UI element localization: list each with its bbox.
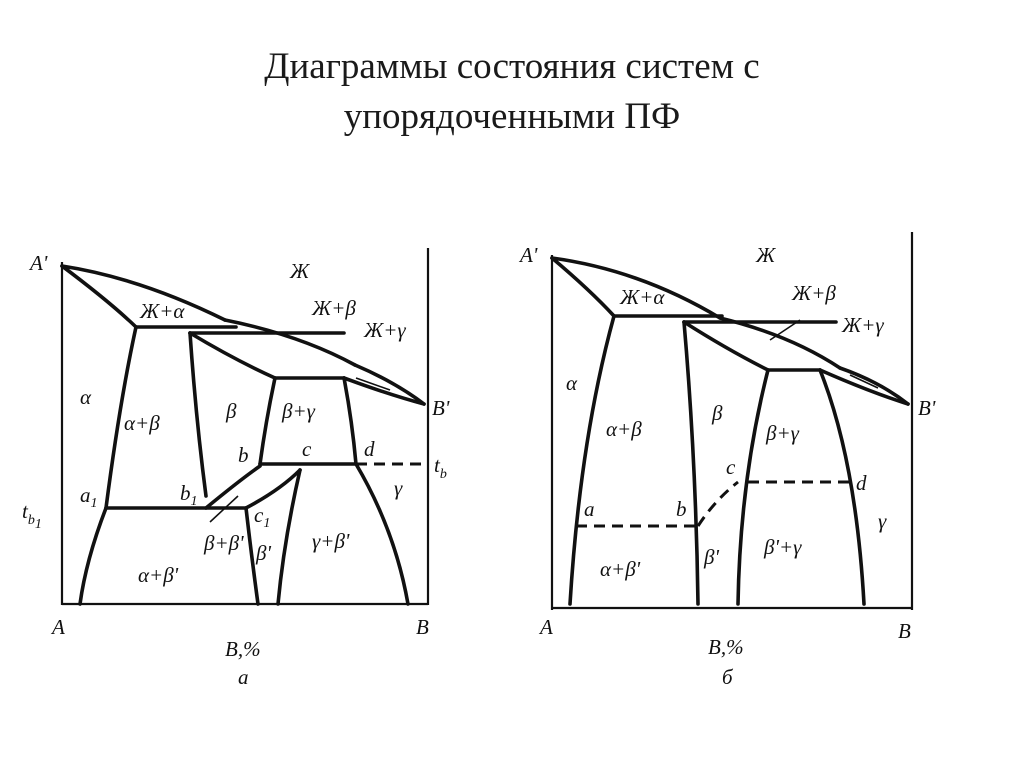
diagram-b-solidus-gamma: [818, 368, 910, 406]
diagram-a-point-d: d: [364, 437, 375, 461]
title-line-1: Диаграммы состояния систем с: [264, 46, 760, 87]
diagram-a-liquidus-alpha: [60, 264, 227, 322]
diagram-a-solidus-alpha: [60, 264, 138, 329]
diagram-b-corner-b: B: [898, 619, 911, 643]
diagram-a-tb-label: tb: [434, 453, 447, 482]
diagram-a-l-gamma: Ж+γ: [363, 318, 406, 342]
diagram-b-lb-pointer: [769, 319, 801, 341]
diagram-b: A' B' A B B,% б Ж Ж+α Ж+β Ж+γ α α+β β β+…: [518, 232, 936, 689]
diagram-b-b-prime: B': [918, 396, 936, 420]
diagram-b-beta-left: [682, 320, 700, 606]
diagram-b-liquid: Ж: [755, 243, 776, 267]
diagram-a-liquidus-beta: [223, 318, 357, 367]
diagram-b-point-a: a: [584, 497, 595, 521]
diagram-b-l-alpha: Ж+α: [619, 285, 665, 309]
diagram-a-betap-right: [276, 468, 302, 606]
diagram-b-beta: β: [711, 401, 723, 425]
diagram-b-lg-pointer: [849, 374, 879, 389]
diagram-b-solidus-beta: [682, 320, 770, 372]
diagram-a-alpha-beta: α+β: [124, 411, 160, 435]
diagram-a-gamma-right: [354, 462, 410, 606]
diagram-a-beta: β: [225, 399, 237, 423]
diagram-a-b-prime: B': [432, 396, 450, 420]
diagram-a-gamma-left: [342, 376, 358, 466]
diagram-a-liquid: Ж: [289, 259, 310, 283]
title-line-2: упорядоченными ПФ: [343, 96, 681, 137]
diagram-b-liquidus-alpha: [550, 256, 722, 320]
diagram-a-point-c1: c1: [254, 503, 270, 531]
diagram-a-solidus-beta: [188, 331, 277, 380]
diagram-a-beta-right: [258, 376, 277, 466]
diagram-b-caption: б: [722, 665, 734, 689]
diagram-a-corner-a: A: [50, 615, 65, 639]
diagram-a-solidus-gamma: [342, 376, 426, 406]
diagram-b-alpha: α: [566, 371, 578, 395]
diagram-a-alpha-low: [78, 506, 108, 606]
diagram-b-gamma-right: [818, 368, 866, 606]
diagram-a-caption: а: [238, 665, 249, 689]
diagram-a-betap: β': [255, 541, 271, 565]
diagram-b-betap: β': [703, 545, 719, 569]
diagram-a-point-b1: b1: [180, 481, 198, 509]
diagram-b-betap-gamma: β'+γ: [763, 535, 802, 559]
diagram-a-gamma-betap: γ+β': [312, 529, 350, 553]
diagram-b-point-d: d: [856, 471, 867, 495]
diagram-a-axis-label: B,%: [225, 637, 261, 661]
diagram-a-bb-pointer: [209, 495, 239, 523]
diagram-b-l-gamma: Ж+γ: [841, 313, 884, 337]
diagram-b-gamma: γ: [878, 509, 887, 533]
diagram-b-liquidus-beta: [718, 316, 842, 370]
diagram-a-point-a1: a1: [80, 483, 98, 511]
diagram-a-lg-pointer: [355, 377, 391, 391]
diagram-a-order-right: [244, 468, 302, 510]
diagram-a-betap-left: [244, 506, 260, 606]
diagram-a-point-c: c: [302, 437, 312, 461]
diagram-a-gamma: γ: [394, 476, 403, 500]
diagram-a-liquidus-gamma: [353, 363, 426, 406]
diagram-a-tb1-label: tb1: [22, 499, 42, 532]
diagram-a-corner-b: B: [416, 615, 429, 639]
diagram-a-l-beta: Ж+β: [311, 296, 356, 320]
diagram-a-point-b: b: [238, 443, 249, 467]
diagram-b-point-c: c: [726, 455, 736, 479]
diagram-a-order-left: [204, 464, 262, 510]
diagram-a-beta-betap: β+β': [203, 531, 244, 555]
diagram-b-beta-right: [736, 368, 770, 606]
diagram-b-point-b: b: [676, 497, 687, 521]
diagram-a: A' B' A B B,% а tb tb1 Ж Ж+α Ж+β Ж+γ α α…: [22, 248, 450, 689]
diagram-b-solidus-alpha: [550, 256, 616, 318]
diagram-b-a-prime: A': [518, 243, 538, 267]
slide-title: Диаграммы состояния систем с упорядоченн…: [0, 42, 1024, 142]
diagram-b-liquidus-gamma: [838, 366, 910, 406]
diagram-b-beta-gamma: β+γ: [765, 421, 800, 445]
diagram-b-axis-label: B,%: [708, 635, 744, 659]
diagram-a-alpha-solvus: [104, 325, 138, 510]
diagram-a-l-alpha: Ж+α: [139, 299, 185, 323]
diagram-a-beta-left: [188, 331, 208, 498]
diagram-b-alpha-betap: α+β': [600, 557, 641, 581]
diagram-b-corner-a: A: [538, 615, 553, 639]
diagram-a-beta-gamma: β+γ: [281, 399, 316, 423]
diagram-a-alpha-betap: α+β': [138, 563, 179, 587]
diagram-b-order-curve: [696, 480, 739, 527]
diagram-b-alpha-solvus: [568, 314, 616, 606]
diagram-b-alpha-beta: α+β: [606, 417, 642, 441]
diagram-b-l-beta: Ж+β: [791, 281, 836, 305]
diagram-a-alpha: α: [80, 385, 92, 409]
diagram-a-a-prime: A': [28, 251, 48, 275]
